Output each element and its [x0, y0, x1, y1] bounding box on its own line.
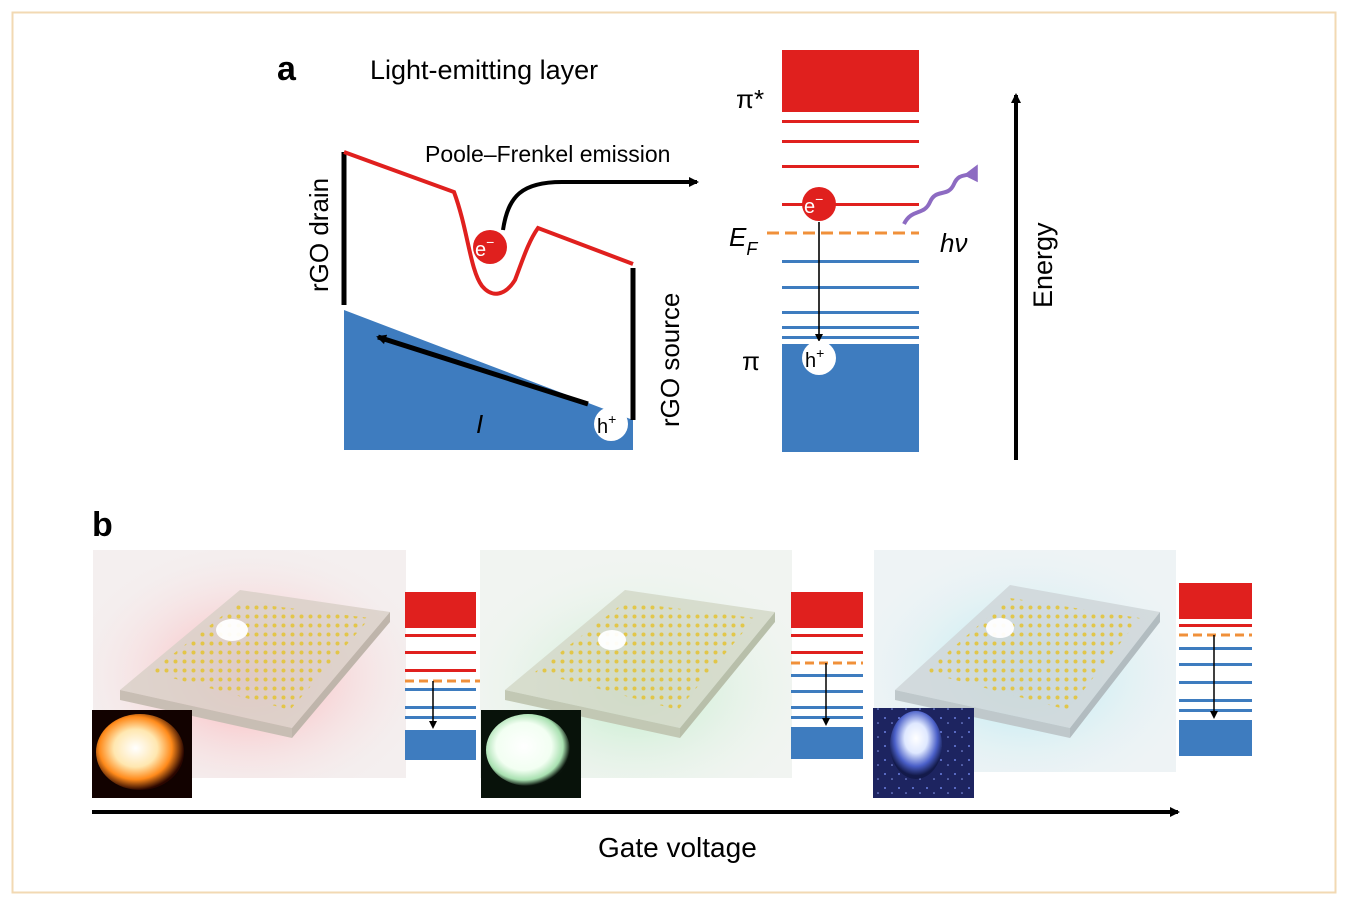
inset-valence-band: [791, 727, 863, 759]
panel-b-label: b: [92, 506, 113, 544]
conduction-level: [782, 203, 919, 206]
inset-conduction-band: [405, 592, 476, 628]
valence-level: [782, 260, 919, 263]
current-label: I: [476, 409, 483, 439]
outer-frame: [11, 11, 1337, 894]
inset-valence-level: [1179, 699, 1252, 702]
hole-source-label: h+: [597, 411, 616, 438]
pi-star-label: π*: [736, 84, 764, 114]
photon-arrow: [902, 164, 978, 226]
panel-a-label: a: [277, 50, 297, 88]
inset-valence-level: [791, 690, 863, 693]
band-electron: [802, 187, 836, 221]
hole-source: [594, 407, 628, 441]
conduction-level: [782, 140, 919, 143]
conduction-level: [782, 120, 919, 123]
valence-level: [782, 326, 919, 329]
current-arrow: [376, 334, 589, 407]
inset-conduction-band: [1179, 583, 1252, 619]
inset-valence-level: [1179, 709, 1252, 712]
trapped-electron-label: e−: [475, 234, 494, 261]
valence-level: [782, 311, 919, 314]
emission-label: Poole–Frenkel emission: [425, 141, 670, 167]
fermi-label: EF: [729, 222, 758, 259]
inset-valence-level: [1179, 647, 1252, 650]
drain-label: rGO drain: [304, 178, 334, 292]
inset-valence-level: [791, 706, 863, 709]
energy-axis-label: Energy: [1028, 222, 1058, 308]
inset-conduction-level: [791, 651, 863, 654]
inset-conduction-level: [405, 651, 476, 654]
photon-label: hν: [940, 228, 967, 258]
spot-photo-green: [481, 710, 581, 798]
spot-photo-blue: [873, 708, 974, 798]
pi-label: π: [742, 346, 760, 376]
device-photo-green: [480, 550, 792, 778]
band-hole: [802, 341, 836, 375]
inset-valence-band: [1179, 720, 1252, 756]
valence-level: [782, 336, 919, 339]
gate-voltage-label: Gate voltage: [598, 832, 757, 863]
band-diagram: [782, 50, 919, 452]
source-label: rGO source: [655, 293, 685, 427]
band-electron-label: e−: [804, 191, 823, 218]
layer-title: Light-emitting layer: [370, 55, 598, 85]
band-inset-blue: [1179, 583, 1252, 756]
conduction-level: [782, 165, 919, 168]
inset-valence-level: [405, 706, 476, 709]
trapped-electron: [473, 230, 507, 264]
conduction-band-profile: [343, 150, 634, 296]
pi-star-band: [782, 50, 919, 112]
emission-arrow: [501, 177, 699, 231]
inset-valence-level: [791, 716, 863, 719]
band-inset-green: [791, 592, 863, 759]
inset-conduction-band: [791, 592, 863, 628]
valence-band-wedge: [344, 310, 633, 450]
inset-conduction-level: [1179, 624, 1252, 627]
device-photo-red: [93, 550, 406, 778]
inset-valence-level: [405, 688, 476, 691]
inset-valence-level: [1179, 681, 1252, 684]
inset-conduction-level: [405, 669, 476, 672]
spot-photo-orange: [92, 710, 192, 798]
band-inset-red: [405, 592, 480, 760]
valence-level: [782, 286, 919, 289]
band-hole-label: h+: [805, 345, 824, 372]
inset-valence-level: [791, 674, 863, 677]
inset-valence-level: [405, 716, 476, 719]
inset-conduction-level: [405, 634, 476, 637]
inset-valence-band: [405, 730, 476, 760]
inset-conduction-level: [791, 634, 863, 637]
inset-valence-level: [1179, 663, 1252, 666]
